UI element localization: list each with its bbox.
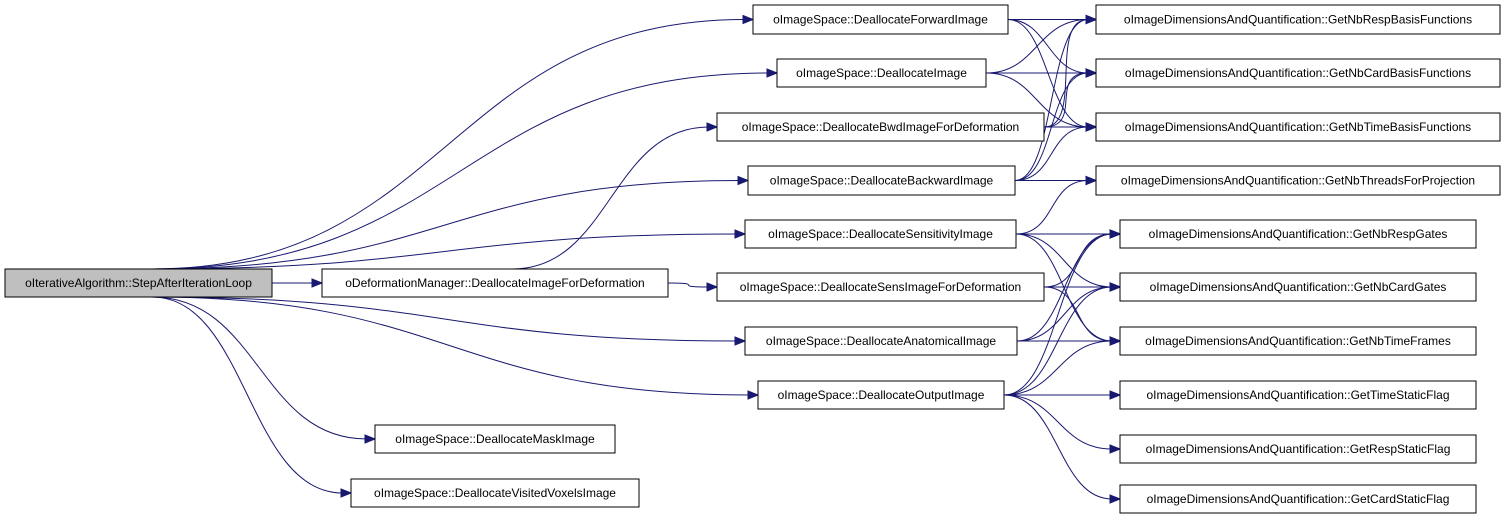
call-edge-dealloc-out-to-get-nb-time-frames (1003, 336, 1122, 396)
call-edge-root-to-dealloc-bwd (151, 175, 750, 270)
node-box[interactable] (752, 4, 1009, 35)
node-get-card-static[interactable]: oImageDimensionsAndQuantification::GetCa… (1119, 484, 1477, 514)
node-label: oImageSpace::DeallocateVisitedVoxelsImag… (374, 486, 616, 500)
node-dealloc-fwd[interactable]: oImageSpace::DeallocateForwardImage (752, 4, 1009, 35)
node-dealloc-img[interactable]: oImageSpace::DeallocateImage (776, 58, 987, 88)
call-edge-root-to-dealloc-vis (151, 296, 353, 498)
call-edge-def-mgr-to-dealloc-bwd-def (512, 122, 719, 270)
node-dealloc-out[interactable]: oImageSpace::DeallocateOutputImage (757, 380, 1005, 410)
node-dealloc-bwd-def[interactable]: oImageSpace::DeallocateBwdImageForDeform… (716, 112, 1045, 142)
node-label: oImageDimensionsAndQuantification::GetRe… (1146, 442, 1451, 456)
call-edge-dealloc-out-to-get-time-static (1003, 390, 1122, 400)
call-edge-dealloc-out-to-get-nb-resp-gates (1003, 229, 1122, 396)
node-label: oImageDimensionsAndQuantification::GetCa… (1147, 492, 1450, 506)
call-edge-dealloc-sens-def-to-get-nb-time-frames (1043, 286, 1122, 346)
node-label: oImageDimensionsAndQuantification::GetNb… (1125, 120, 1471, 134)
node-label: oImageSpace::DeallocateBwdImageForDeform… (742, 120, 1019, 134)
node-get-nb-time-frames[interactable]: oImageDimensionsAndQuantification::GetNb… (1119, 326, 1477, 356)
call-edge-root-to-dealloc-sens (151, 229, 747, 270)
node-get-resp-static[interactable]: oImageDimensionsAndQuantification::GetRe… (1119, 434, 1477, 464)
node-label: oImageDimensionsAndQuantification::GetNb… (1149, 227, 1448, 241)
node-get-nb-card-gates[interactable]: oImageDimensionsAndQuantification::GetNb… (1119, 272, 1477, 302)
node-label: oImageDimensionsAndQuantification::GetTi… (1146, 388, 1449, 402)
node-label: oImageSpace::DeallocateMaskImage (395, 432, 595, 446)
node-box[interactable] (744, 219, 1017, 249)
call-nodes: oIterativeAlgorithm::StepAfterIterationL… (4, 4, 1501, 514)
call-edge-dealloc-img-to-get-nb-card-basis (986, 68, 1098, 78)
node-get-nb-time-basis[interactable]: oImageDimensionsAndQuantification::GetNb… (1095, 112, 1501, 142)
node-box[interactable] (1119, 484, 1477, 514)
call-edge-dealloc-fwd-to-get-nb-card-basis (1007, 19, 1098, 78)
node-label: oImageSpace::DeallocateSensImageForDefor… (740, 280, 1021, 294)
node-dealloc-mask[interactable]: oImageSpace::DeallocateMaskImage (374, 424, 616, 454)
node-box[interactable] (776, 58, 987, 88)
call-edge-root-to-dealloc-out (151, 296, 760, 400)
node-root[interactable]: oIterativeAlgorithm::StepAfterIterationL… (4, 268, 273, 298)
call-edge-dealloc-out-to-get-resp-static (1003, 394, 1122, 454)
node-box[interactable] (374, 424, 616, 454)
node-label: oImageDimensionsAndQuantification::GetNb… (1121, 174, 1475, 188)
node-box[interactable] (321, 268, 669, 298)
node-label: oDeformationManager::DeallocateImageForD… (345, 276, 644, 290)
call-edge-dealloc-sens-def-to-get-nb-resp-gates (1043, 229, 1122, 288)
node-box[interactable] (716, 272, 1045, 302)
node-box[interactable] (757, 380, 1005, 410)
node-dealloc-sens-def[interactable]: oImageSpace::DeallocateSensImageForDefor… (716, 272, 1045, 302)
node-box[interactable] (1119, 326, 1477, 356)
node-label: oImageDimensionsAndQuantification::GetNb… (1125, 66, 1471, 80)
node-label: oImageSpace::DeallocateAnatomicalImage (766, 334, 996, 348)
node-label: oImageSpace::DeallocateOutputImage (778, 388, 985, 402)
call-edge-dealloc-bwd-to-get-nb-card-basis (1014, 68, 1098, 181)
call-edge-def-mgr-to-dealloc-sens-def (667, 282, 719, 292)
node-label: oImageSpace::DeallocateImage (796, 66, 967, 80)
call-edge-root-to-dealloc-fwd (151, 14, 755, 270)
node-box[interactable] (350, 478, 640, 508)
node-get-nb-threads[interactable]: oImageDimensionsAndQuantification::GetNb… (1095, 165, 1501, 196)
node-label: oImageSpace::DeallocateForwardImage (773, 13, 988, 27)
node-dealloc-vis[interactable]: oImageSpace::DeallocateVisitedVoxelsImag… (350, 478, 640, 508)
node-box[interactable] (1119, 434, 1477, 464)
node-box[interactable] (716, 112, 1045, 142)
node-box[interactable] (1119, 272, 1477, 302)
node-label: oImageSpace::DeallocateBackwardImage (770, 174, 994, 188)
node-box[interactable] (747, 165, 1016, 196)
call-edge-dealloc-sens-to-get-nb-threads (1015, 175, 1098, 235)
call-edge-root-to-dealloc-img (151, 68, 779, 270)
call-edge-root-to-dealloc-mask (151, 296, 377, 444)
node-dealloc-bwd[interactable]: oImageSpace::DeallocateBackwardImage (747, 165, 1016, 196)
node-box[interactable] (1119, 380, 1477, 410)
call-edge-dealloc-out-to-get-nb-card-gates (1003, 282, 1122, 396)
call-edge-dealloc-sens-to-get-nb-resp-gates (1016, 229, 1122, 239)
node-label: oImageDimensionsAndQuantification::GetNb… (1145, 334, 1451, 348)
node-get-nb-resp-basis[interactable]: oImageDimensionsAndQuantification::GetNb… (1095, 4, 1501, 35)
node-box[interactable] (4, 268, 273, 298)
node-box[interactable] (1095, 112, 1501, 142)
node-label: oIterativeAlgorithm::StepAfterIterationL… (25, 276, 252, 290)
call-edge-root-to-dealloc-anat (151, 296, 747, 346)
call-edges (151, 14, 1122, 504)
node-dealloc-anat[interactable]: oImageSpace::DeallocateAnatomicalImage (744, 326, 1018, 356)
node-get-nb-resp-gates[interactable]: oImageDimensionsAndQuantification::GetNb… (1119, 219, 1477, 249)
node-get-time-static[interactable]: oImageDimensionsAndQuantification::GetTi… (1119, 380, 1477, 410)
call-edge-dealloc-bwd-to-get-nb-resp-basis (1014, 14, 1098, 181)
node-dealloc-sens[interactable]: oImageSpace::DeallocateSensitivityImage (744, 219, 1017, 249)
node-box[interactable] (1095, 58, 1501, 88)
node-label: oImageSpace::DeallocateSensitivityImage (768, 227, 993, 241)
node-box[interactable] (1095, 165, 1501, 196)
call-edge-dealloc-bwd-to-get-nb-time-basis (1014, 122, 1098, 181)
node-label: oImageDimensionsAndQuantification::GetNb… (1150, 280, 1447, 294)
node-label: oImageDimensionsAndQuantification::GetNb… (1124, 13, 1472, 27)
node-box[interactable] (1119, 219, 1477, 249)
node-get-nb-card-basis[interactable]: oImageDimensionsAndQuantification::GetNb… (1095, 58, 1501, 88)
node-box[interactable] (744, 326, 1018, 356)
call-edge-root-to-def-mgr (271, 278, 324, 288)
node-box[interactable] (1095, 4, 1501, 35)
call-edge-dealloc-out-to-get-card-static (1003, 394, 1122, 504)
node-def-mgr[interactable]: oDeformationManager::DeallocateImageForD… (321, 268, 669, 298)
